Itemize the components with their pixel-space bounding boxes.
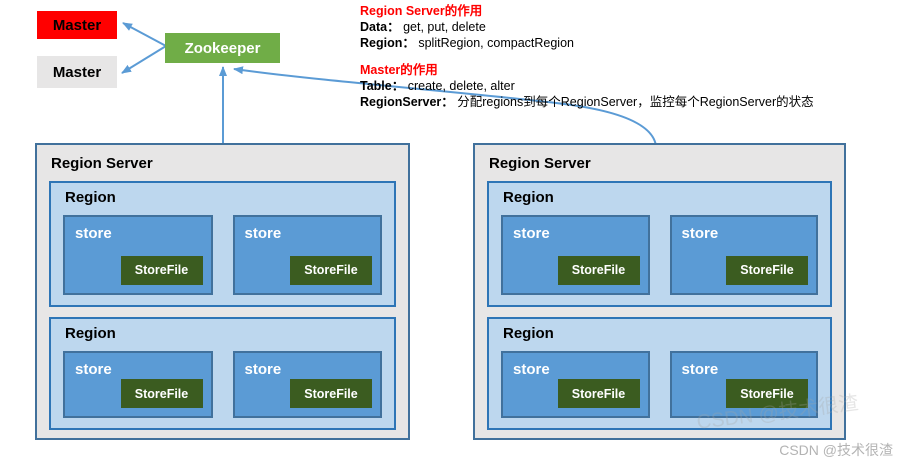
note-line-label: Table： [360,79,405,93]
store-box: store StoreFile [501,214,650,295]
note-line-label: RegionServer： [360,95,454,109]
region-server-box-right: Region Server Region store StoreFile sto… [473,143,846,440]
note-line-label: Data： [360,20,400,34]
region-box: Region store StoreFile store StoreFile [487,180,832,307]
region-box: Region store StoreFile store StoreFile [49,180,396,307]
region-server-box-left: Region Server Region store StoreFile sto… [35,143,410,440]
region-server-title: Region Server [489,155,591,172]
master-label: Master [52,16,102,34]
note-regionserver-role: Region Server的作用 Data： get, put, delete … [360,3,574,51]
storefile-box: StoreFile [726,255,808,285]
region-title: Region [65,188,116,206]
store-box: store StoreFile [669,214,818,295]
master-label: Master [52,63,102,81]
arrow-zookeeper-to-master-active [122,22,167,47]
store-label: store [681,224,719,242]
note-line: RegionServer： 分配regions到每个RegionServer，监… [360,94,814,110]
region-title: Region [503,188,554,206]
note-line-text: splitRegion, compactRegion [418,36,574,50]
region-title: Region [65,324,116,342]
store-box: store StoreFile [501,350,650,418]
store-label: store [244,360,282,378]
store-label: store [75,224,112,242]
note-line-text: create, delete, alter [407,79,515,93]
store-box: store StoreFile [669,350,818,418]
storefile-box: StoreFile [290,379,372,408]
storefile-box: StoreFile [557,255,640,285]
store-box: store StoreFile [63,214,213,295]
zookeeper-label: Zookeeper [184,39,261,57]
storefile-box: StoreFile [120,379,203,408]
note-title: Region Server的作用 [360,4,483,18]
storefile-box: StoreFile [726,379,808,408]
arrow-zookeeper-to-master-standby [121,45,167,74]
store-box: store StoreFile [232,350,382,418]
region-server-title: Region Server [51,155,153,172]
region-title: Region [503,324,554,342]
region-box: Region store StoreFile store StoreFile [487,316,832,430]
watermark: CSDN @技术很渣 [779,442,893,458]
store-box: store StoreFile [232,214,382,295]
note-line-text: 分配regions到每个RegionServer，监控每个RegionServe… [457,95,814,109]
note-line: Data： get, put, delete [360,19,574,35]
note-master-role: Master的作用 Table： create, delete, alter R… [360,62,814,110]
store-label: store [681,360,719,378]
master-box-active: Master [37,11,117,39]
note-line-text: get, put, delete [403,20,486,34]
note-line: Region： splitRegion, compactRegion [360,35,574,51]
master-box-standby: Master [37,56,117,88]
store-label: store [513,360,550,378]
region-box: Region store StoreFile store StoreFile [49,316,396,430]
note-line: Table： create, delete, alter [360,78,814,94]
store-label: store [75,360,112,378]
storefile-box: StoreFile [557,379,640,408]
note-title: Master的作用 [360,63,438,77]
zookeeper-box: Zookeeper [165,33,280,63]
store-label: store [244,224,282,242]
store-box: store StoreFile [63,350,213,418]
storefile-box: StoreFile [120,255,203,285]
store-label: store [513,224,550,242]
storefile-box: StoreFile [290,255,372,285]
note-line-label: Region： [360,36,415,50]
